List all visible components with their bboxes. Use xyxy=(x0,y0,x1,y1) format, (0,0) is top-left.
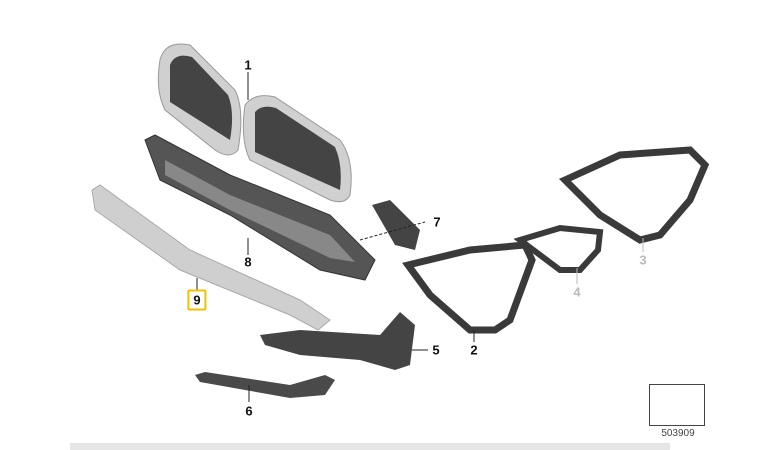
reference-number: 503909 xyxy=(661,428,695,439)
parts-table-header-strip xyxy=(70,443,670,450)
part-6-strip[interactable] xyxy=(195,372,335,402)
callout-4[interactable]: 4 xyxy=(573,284,581,300)
callout-2[interactable]: 2 xyxy=(470,342,478,358)
part-5-bracket[interactable] xyxy=(260,312,428,370)
callout-9-selected[interactable]: 9 xyxy=(187,289,207,311)
callout-5[interactable]: 5 xyxy=(432,342,440,358)
part-1-kidney-grille[interactable] xyxy=(157,43,352,203)
callout-6[interactable]: 6 xyxy=(245,403,253,419)
callout-1[interactable]: 1 xyxy=(244,57,252,73)
part-8-lower-grille[interactable] xyxy=(144,134,376,281)
reference-box xyxy=(649,384,705,426)
part-9-trim-strip[interactable] xyxy=(91,184,331,331)
part-7-cover[interactable] xyxy=(359,200,426,250)
callout-8[interactable]: 8 xyxy=(244,254,252,270)
part-2-air-duct-frame[interactable] xyxy=(402,241,536,342)
part-3-air-duct-frame[interactable] xyxy=(558,146,710,252)
callout-7[interactable]: 7 xyxy=(433,214,441,230)
part-4-cover[interactable] xyxy=(513,224,604,284)
callout-3[interactable]: 3 xyxy=(639,252,647,268)
